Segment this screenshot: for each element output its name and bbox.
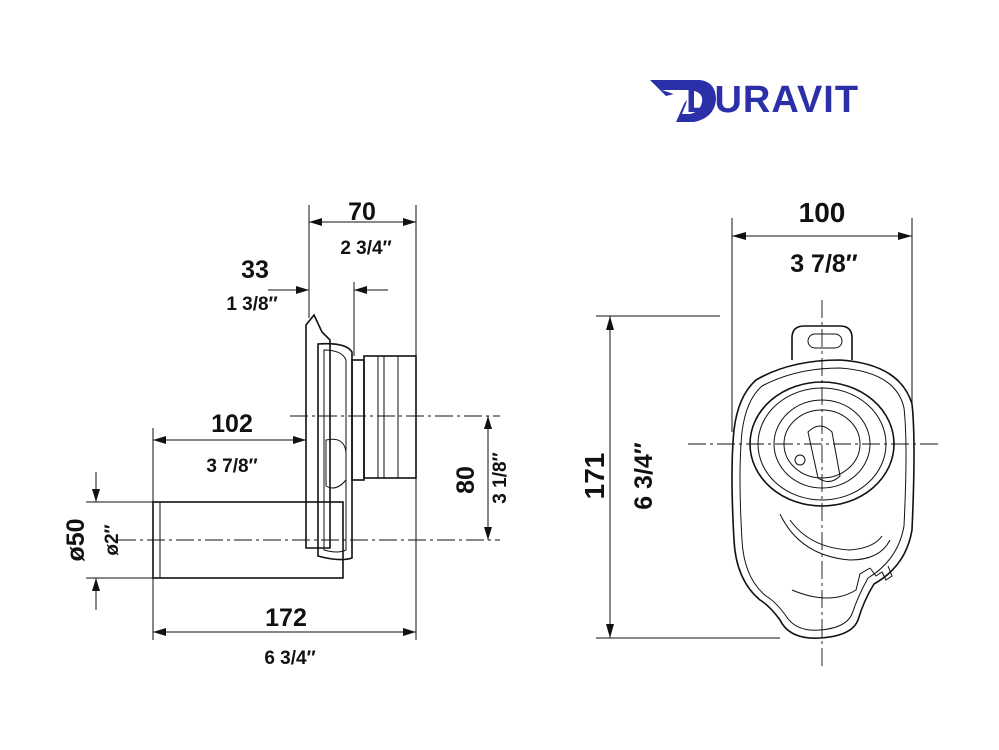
dim-70-inch: 2 3/4″ — [340, 238, 391, 259]
dim-100-mm: 100 — [799, 197, 846, 228]
dim-50-inch: ø2″ — [102, 524, 123, 555]
dim-80-inch: 3 1/8″ — [490, 452, 511, 503]
dolphin-logo-icon — [650, 80, 716, 122]
dim-100-inch: 3 7/8″ — [790, 250, 858, 278]
brand-logo: DURAVIT — [650, 79, 859, 122]
dim-172-mm: 172 — [265, 604, 307, 632]
front-view-drawing: 100 3 7/8″ 171 6 3/4″ — [579, 197, 940, 668]
side-view-drawing: 70 2 3/4″ 33 1 3/8″ 102 3 7/8″ 80 3 1/8″… — [62, 198, 511, 669]
dim-102-inch: 3 7/8″ — [206, 456, 257, 477]
dim-33-inch: 1 3/8″ — [226, 294, 277, 315]
dim-102-mm: 102 — [211, 410, 253, 438]
dim-172-inch: 6 3/4″ — [264, 648, 315, 669]
dim-33-mm: 33 — [241, 256, 269, 284]
dim-171-mm: 171 — [579, 453, 610, 500]
dim-70-mm: 70 — [348, 198, 376, 226]
dim-171-inch: 6 3/4″ — [630, 442, 658, 510]
dim-80-mm: 80 — [452, 466, 480, 494]
brand-name: DURAVIT — [686, 79, 859, 121]
dim-50-mm: ø50 — [62, 518, 90, 561]
